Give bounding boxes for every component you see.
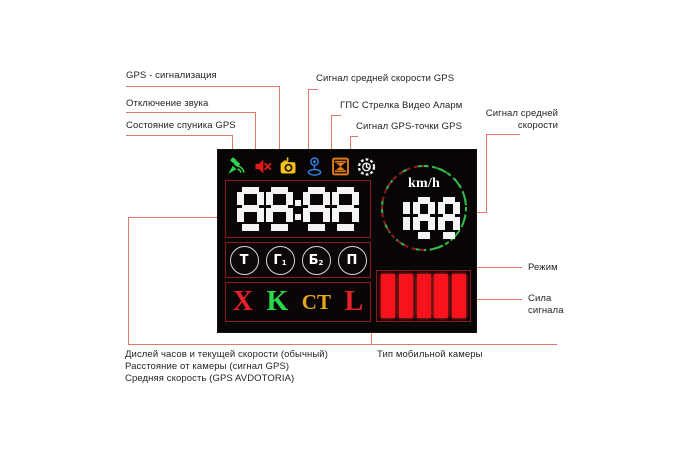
leader-line-signal-strength	[472, 299, 522, 300]
annotation-avg-speed-gps: Сигнал средней скорости GPS	[316, 73, 455, 84]
leader-line-gpspoint-v	[350, 136, 351, 150]
speedometer-dial-ring	[381, 165, 467, 251]
seven-segment-digit	[302, 187, 330, 231]
band-l: L	[344, 286, 364, 317]
leader-line-mute-v	[255, 112, 256, 150]
leader-line-mute-h	[126, 112, 256, 113]
annotation-clock-speed-line1: Дислей часов и текущей скорости (обычный…	[125, 349, 328, 360]
leader-line-avgspeed-signal-v	[486, 134, 487, 212]
annotation-signal-strength-line1: Сила	[528, 293, 552, 304]
annotation-mobile-camera-type: Тип мобильной камеры	[377, 349, 483, 360]
leader-line-avgspeed-signal-top	[486, 134, 520, 135]
annotation-gps-arrow-video-alarm: ГПС Стрелка Видео Аларм	[340, 100, 463, 111]
mute-speaker-icon	[252, 156, 273, 177]
seven-segment-digit	[388, 197, 410, 239]
annotation-avg-speed-signal-line2: скорости	[517, 120, 558, 131]
leader-line-gps-alarm-v	[279, 86, 280, 150]
clock-seven-segment	[226, 181, 370, 237]
speedometer: km/h	[378, 162, 470, 254]
band-x: X	[232, 286, 253, 317]
mode-circle-p: П	[337, 245, 367, 275]
annotation-gps-point-signal: Сигнал GPS-точки GPS	[356, 121, 463, 132]
leader-line-videoalarm-h	[331, 115, 341, 116]
leader-line-camera-type-h	[371, 344, 557, 345]
radar-band-row: X K CT L	[225, 282, 371, 322]
annotation-gps-alarm: GPS - сигнализация	[126, 70, 217, 81]
seven-segment-digit	[438, 197, 460, 239]
speed-camera-icon	[278, 156, 299, 177]
seven-segment-colon	[295, 187, 301, 231]
annotation-signal-strength-line2: сигнала	[528, 305, 564, 316]
video-alarm-icon	[330, 156, 351, 177]
signal-bar-3	[416, 274, 431, 318]
mode-label-t: Т	[239, 252, 249, 268]
seven-segment-digit	[331, 187, 359, 231]
mode-label-b2: Б	[308, 252, 319, 268]
signal-bar-4	[434, 274, 449, 318]
leader-line-avgspeed-v	[308, 89, 309, 150]
annotation-mute-sound: Отключение звука	[126, 98, 209, 109]
mode-label-p: П	[346, 252, 358, 268]
annotation-clock-speed-line3: Средняя скорость (GPS AVDOTORIA)	[125, 373, 295, 384]
leader-line-satellite-v	[232, 135, 233, 150]
gps-satellite-signal-icon	[226, 156, 247, 177]
annotation-mode: Режим	[528, 262, 558, 273]
leader-line-gps-alarm-h	[126, 86, 280, 87]
mode-label-g1: Г	[273, 252, 282, 268]
seven-segment-digit	[413, 197, 435, 239]
clock-display	[225, 180, 371, 238]
signal-bar-1	[381, 274, 395, 318]
annotation-avg-speed-signal-line1: Сигнал средней	[485, 108, 558, 119]
band-ct: CT	[301, 289, 331, 314]
speed-unit-label: km/h	[408, 176, 440, 191]
seven-segment-digit	[266, 187, 294, 231]
signal-bar-5	[452, 274, 466, 318]
band-k: K	[266, 286, 289, 317]
speed-seven-segment	[378, 195, 470, 241]
average-speed-clock-icon	[356, 156, 377, 177]
gps-point-marker-icon	[304, 156, 325, 177]
status-icon-row	[226, 154, 376, 178]
leader-line-gpspoint-h	[350, 136, 358, 137]
leader-line-mode	[472, 267, 522, 268]
leader-line-videoalarm-v	[331, 115, 332, 150]
mode-circle-t: Т	[229, 245, 259, 275]
signal-bar-2	[398, 274, 413, 318]
leader-line-clockspeed-bottom	[128, 344, 418, 345]
leader-line-satellite-h	[126, 135, 233, 136]
annotation-satellite-state: Состояние спуника GPS	[126, 120, 236, 131]
leader-line-clockspeed-v	[128, 217, 129, 344]
leader-line-avgspeed-h	[308, 89, 318, 90]
signal-strength-bars	[376, 270, 471, 322]
leader-line-clockspeed-top	[128, 217, 220, 218]
annotation-clock-speed-line2: Расстояние от камеры (сигнал GPS)	[125, 361, 290, 372]
mode-sub-g1: 1	[281, 258, 287, 267]
mode-sub-b2: 2	[318, 258, 324, 267]
seven-segment-digit	[237, 187, 265, 231]
